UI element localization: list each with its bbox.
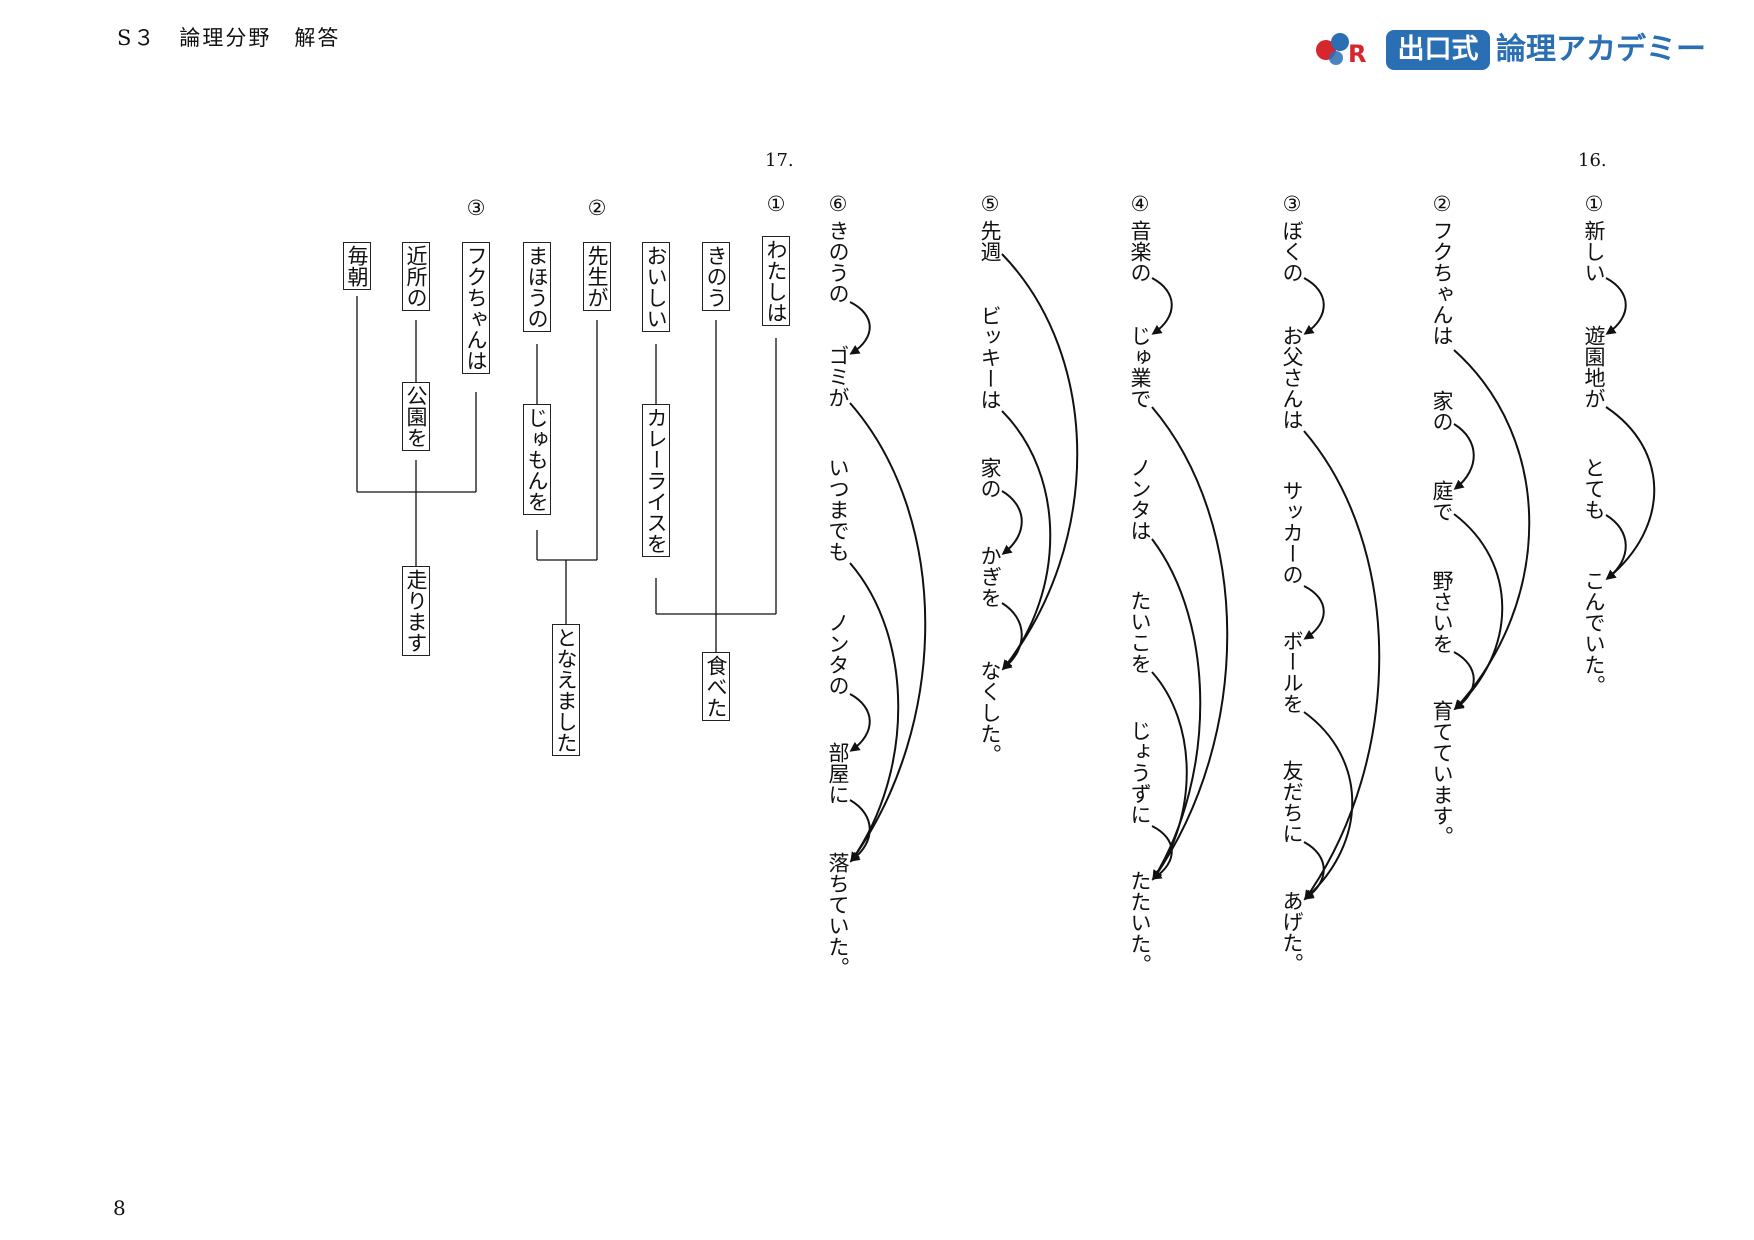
q17-item-2-box: 先生が bbox=[583, 242, 611, 311]
q16-item-4-word: じょうずに bbox=[1128, 720, 1152, 825]
dependency-arrow bbox=[1001, 602, 1023, 670]
q16-item-2-word: 育てています。 bbox=[1430, 700, 1454, 847]
q17-item-1-box: きのう bbox=[702, 242, 730, 311]
dependency-arrow bbox=[1453, 423, 1475, 490]
dependency-arrow bbox=[1151, 825, 1173, 880]
q16-number: 16. bbox=[1578, 150, 1607, 171]
dependency-arrow bbox=[1151, 277, 1173, 335]
dependency-arrow bbox=[1001, 253, 1079, 671]
dependency-arrow bbox=[1303, 277, 1325, 335]
q16-item-2-word: フクちゃんは bbox=[1430, 220, 1454, 346]
q17-item-3-box: フクちゃんは bbox=[462, 242, 490, 374]
q16-item-6-word: 部屋に bbox=[826, 742, 850, 805]
q16-item-6-number: ⑥ bbox=[826, 192, 850, 216]
dependency-arrow bbox=[1453, 513, 1504, 711]
q16-item-1-number: ① bbox=[1582, 192, 1606, 216]
dependency-arrow bbox=[1303, 841, 1325, 900]
dependency-arrow bbox=[1303, 711, 1354, 901]
dependency-arrow bbox=[1453, 349, 1531, 711]
q16-item-2-word: 庭で bbox=[1430, 480, 1454, 522]
dependency-arrow bbox=[849, 693, 871, 752]
dependency-arrow bbox=[1605, 277, 1627, 335]
brand-logo: R 出口式 論理アカデミー bbox=[1308, 26, 1728, 76]
q16-item-5-number: ⑤ bbox=[978, 192, 1002, 216]
brand-boxed-text: 出口式 bbox=[1386, 30, 1490, 70]
q17-item-2-box: じゅもんを bbox=[523, 404, 551, 515]
q16-item-6-word: 落ちていた。 bbox=[826, 852, 850, 978]
q16-item-1-word: とても bbox=[1582, 457, 1606, 520]
q17-item-3-box: 毎朝 bbox=[343, 242, 371, 290]
q17-item-1-box: 食べた bbox=[702, 652, 730, 721]
q16-item-3-word: サッカーの bbox=[1280, 480, 1304, 585]
q17-item-1-box: おいしい bbox=[642, 242, 670, 332]
q16-item-4-word: ノンタは bbox=[1128, 457, 1152, 541]
dependency-arrow bbox=[849, 301, 871, 355]
brand-mark-icon bbox=[1316, 33, 1349, 65]
q16-item-1-word: こんでいた。 bbox=[1582, 570, 1606, 696]
dependency-arrow bbox=[849, 562, 900, 863]
q16-item-4-word: 音楽の bbox=[1128, 220, 1152, 283]
q16-item-2-number: ② bbox=[1430, 192, 1454, 216]
q17-item-1-box: わたしは bbox=[762, 236, 790, 326]
q16-item-1-word: 遊園地が bbox=[1582, 325, 1606, 409]
q17-item-1-box: カレーライスを bbox=[642, 404, 670, 557]
q17-item-1-number: ① bbox=[764, 192, 788, 216]
q17-item-2-box: まほうの bbox=[523, 242, 551, 332]
q16-item-4-word: じゅ業で bbox=[1128, 325, 1152, 409]
dependency-arrow bbox=[849, 799, 871, 862]
dependency-arrow bbox=[1151, 671, 1188, 881]
dependency-arrow bbox=[1605, 514, 1627, 580]
q17-number: 17. bbox=[765, 150, 794, 171]
dependency-arrow bbox=[1001, 490, 1023, 555]
dependency-arrow bbox=[1453, 651, 1475, 710]
q16-item-3-word: お父さんは bbox=[1280, 325, 1304, 430]
q16-item-5-word: ビッキーは bbox=[978, 305, 1002, 410]
q16-item-1-word: 新しい bbox=[1582, 220, 1606, 283]
brand-academy-text: 論理アカデミー bbox=[1496, 32, 1706, 67]
q16-item-4-word: たいこを bbox=[1128, 590, 1152, 674]
q16-item-3-word: ボールを bbox=[1280, 630, 1304, 714]
q16-item-6-word: いつまでも bbox=[826, 457, 850, 562]
q16-item-6-word: ノンタの bbox=[826, 612, 850, 696]
q16-item-2-word: 野さいを bbox=[1430, 570, 1454, 654]
q16-item-3-number: ③ bbox=[1280, 192, 1304, 216]
q17-item-2-number: ② bbox=[585, 196, 609, 220]
q16-item-6-word: きのうの bbox=[826, 220, 850, 304]
dependency-arrow bbox=[849, 402, 927, 863]
dependency-arrow bbox=[1605, 406, 1656, 580]
dependency-arrow bbox=[1001, 410, 1052, 671]
dependency-arrow bbox=[1303, 585, 1325, 640]
q16-item-4-number: ④ bbox=[1128, 192, 1152, 216]
q16-item-3-word: ぼくの bbox=[1280, 220, 1304, 283]
dependency-arrow bbox=[1151, 406, 1229, 881]
dependency-arrow bbox=[1151, 538, 1202, 881]
q16-item-6-word: ゴミが bbox=[826, 345, 850, 408]
q16-item-5-word: かぎを bbox=[978, 545, 1002, 608]
q17-item-3-box: 走ります bbox=[402, 566, 430, 656]
q16-item-5-word: 先週 bbox=[978, 220, 1002, 262]
q16-item-3-word: 友だちに bbox=[1280, 760, 1304, 844]
page-number: 8 bbox=[113, 1196, 126, 1220]
q16-item-3-word: あげた。 bbox=[1280, 890, 1304, 974]
page-header-title: S３ 論理分野 解答 bbox=[117, 26, 341, 50]
q16-item-2-word: 家の bbox=[1430, 390, 1454, 432]
q17-item-2-box: となえました bbox=[552, 624, 580, 756]
q16-item-5-word: 家の bbox=[978, 457, 1002, 499]
q17-item-3-box: 近所の bbox=[402, 242, 430, 311]
q16-item-4-word: たたいた。 bbox=[1128, 870, 1152, 975]
q17-item-3-box: 公園を bbox=[402, 382, 430, 451]
q17-item-3-number: ③ bbox=[464, 196, 488, 220]
q16-item-5-word: なくした。 bbox=[978, 660, 1002, 765]
brand-mark-letter: R bbox=[1348, 40, 1367, 68]
dependency-arrow bbox=[1303, 430, 1381, 901]
